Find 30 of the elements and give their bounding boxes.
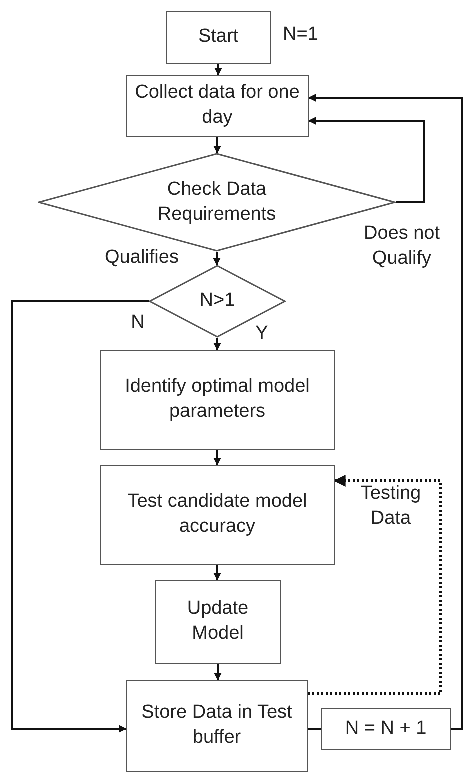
arrow (214, 664, 222, 681)
process-box (126, 75, 309, 137)
process-box (126, 680, 308, 772)
arrow (11, 300, 149, 733)
arrow (213, 252, 221, 266)
arrow (214, 137, 222, 154)
annotation-text: N=1 (283, 24, 318, 46)
node-text: Identify optimal model parameters (124, 375, 311, 424)
process-box (100, 350, 335, 450)
process-box (155, 580, 281, 664)
arrow (214, 565, 222, 581)
node-text: N>1 (198, 289, 236, 314)
node-text: Collect data for one day (134, 81, 301, 130)
arrow (308, 117, 425, 204)
start-box (166, 11, 271, 64)
node-text: Start (197, 25, 240, 50)
arrow (214, 450, 222, 466)
dotted-arrow (308, 475, 442, 696)
arrow (214, 64, 222, 76)
node-text: N = N + 1 (344, 716, 428, 741)
node-text: Update Model (186, 597, 250, 646)
process-box (100, 465, 335, 565)
node-text: Store Data in Test buffer (140, 701, 294, 750)
node-text: Test candidate model accuracy (126, 490, 308, 539)
connector-line (308, 728, 321, 730)
node-text: Check Data Requirements (156, 178, 278, 226)
arrow (214, 338, 222, 351)
process-box (321, 708, 451, 750)
decision-diamond (149, 265, 286, 338)
arrow (308, 94, 463, 730)
